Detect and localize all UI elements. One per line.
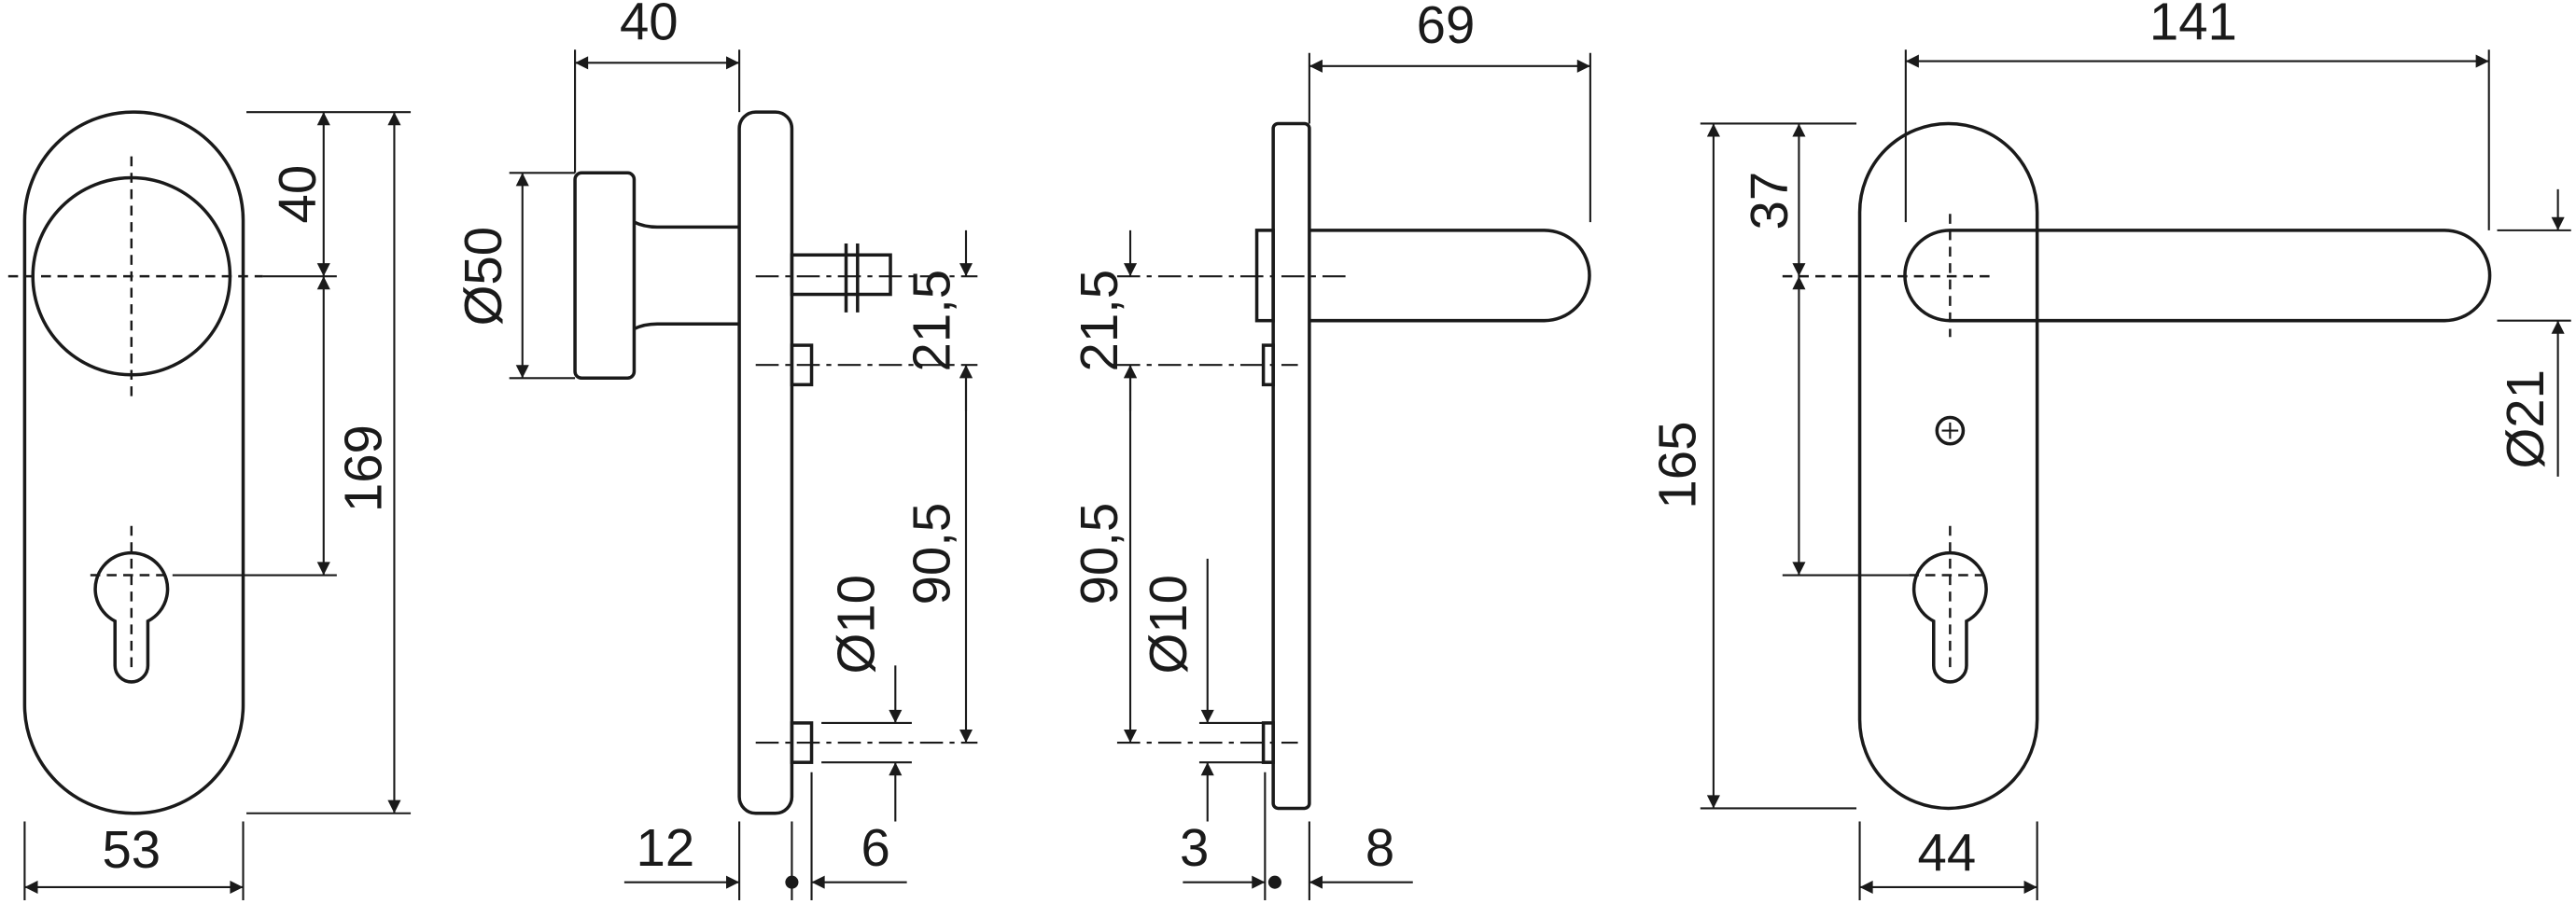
- side-view-lever: 69 21,5 90,5 Ø10 3 8: [1070, 0, 1591, 901]
- dim-width: 53: [102, 820, 161, 879]
- dim-pin-diameter: Ø10: [1139, 575, 1197, 674]
- dim-plate-offset: 12: [637, 818, 695, 877]
- dim-projection: 69: [1417, 0, 1476, 54]
- dim-overall-height: 169: [333, 424, 392, 512]
- dim-offset-left: 3: [1180, 818, 1209, 877]
- dim-top-to-center: 37: [1740, 172, 1799, 230]
- dim-overall-height: 165: [1648, 422, 1707, 509]
- dim-spacing-bottom: 90,5: [1070, 503, 1128, 605]
- dim-lever-length: 141: [2149, 0, 2237, 51]
- dim-plate-thickness: 8: [1365, 818, 1394, 877]
- dim-knob-diameter: Ø50: [454, 227, 512, 326]
- dim-projection: 40: [620, 0, 679, 51]
- dim-top-to-center: 40: [268, 165, 327, 224]
- side-view-knob: 40 Ø50 21,5 90,5 Ø10 12 6: [454, 0, 978, 901]
- dim-lever-diameter: Ø21: [2496, 369, 2555, 468]
- dim-width: 44: [1918, 823, 1977, 882]
- dim-spacing-bottom: 90,5: [902, 503, 960, 605]
- dim-spacing-top: 21,5: [902, 270, 960, 372]
- front-view-lever-plate: 141 37 165 44 Ø21: [1648, 0, 2571, 901]
- dim-pin-diameter: Ø10: [826, 575, 885, 674]
- dim-pin-length: 6: [861, 818, 890, 877]
- dim-spacing-top: 21,5: [1070, 270, 1128, 372]
- front-view-knob-plate: 53 40 169: [7, 110, 412, 901]
